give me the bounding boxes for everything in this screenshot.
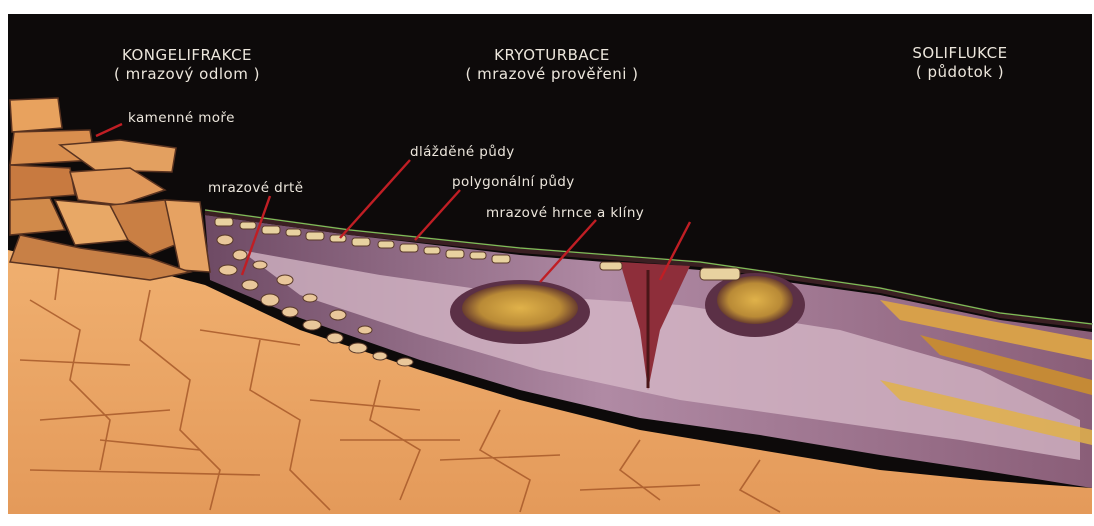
header-kongelifrakce: KONGELIFRAKCE ( mrazový odlom ) (82, 46, 292, 84)
header-kongelifrakce-subtitle: ( mrazový odlom ) (82, 65, 292, 84)
label-dlazdene-pudy: dlážděné půdy (410, 144, 515, 160)
label-mrazove-drte: mrazové drtě (208, 180, 303, 196)
header-kryoturbace-title: KRYOTURBACE (494, 46, 610, 64)
header-kryoturbace: KRYOTURBACE ( mrazové prověřeni ) (432, 46, 672, 84)
label-mrazove-hrnce: mrazové hrnce a klíny (486, 205, 644, 221)
header-kongelifrakce-title: KONGELIFRAKCE (122, 46, 252, 64)
label-polygonalni-pudy: polygonální půdy (452, 174, 575, 190)
header-soliflukce-subtitle: ( půdotok ) (880, 63, 1040, 82)
header-kryoturbace-subtitle: ( mrazové prověřeni ) (432, 65, 672, 84)
label-kamenne-more: kamenné moře (128, 110, 235, 126)
header-soliflukce: SOLIFLUKCE ( půdotok ) (880, 44, 1040, 82)
header-soliflukce-title: SOLIFLUKCE (912, 44, 1007, 62)
